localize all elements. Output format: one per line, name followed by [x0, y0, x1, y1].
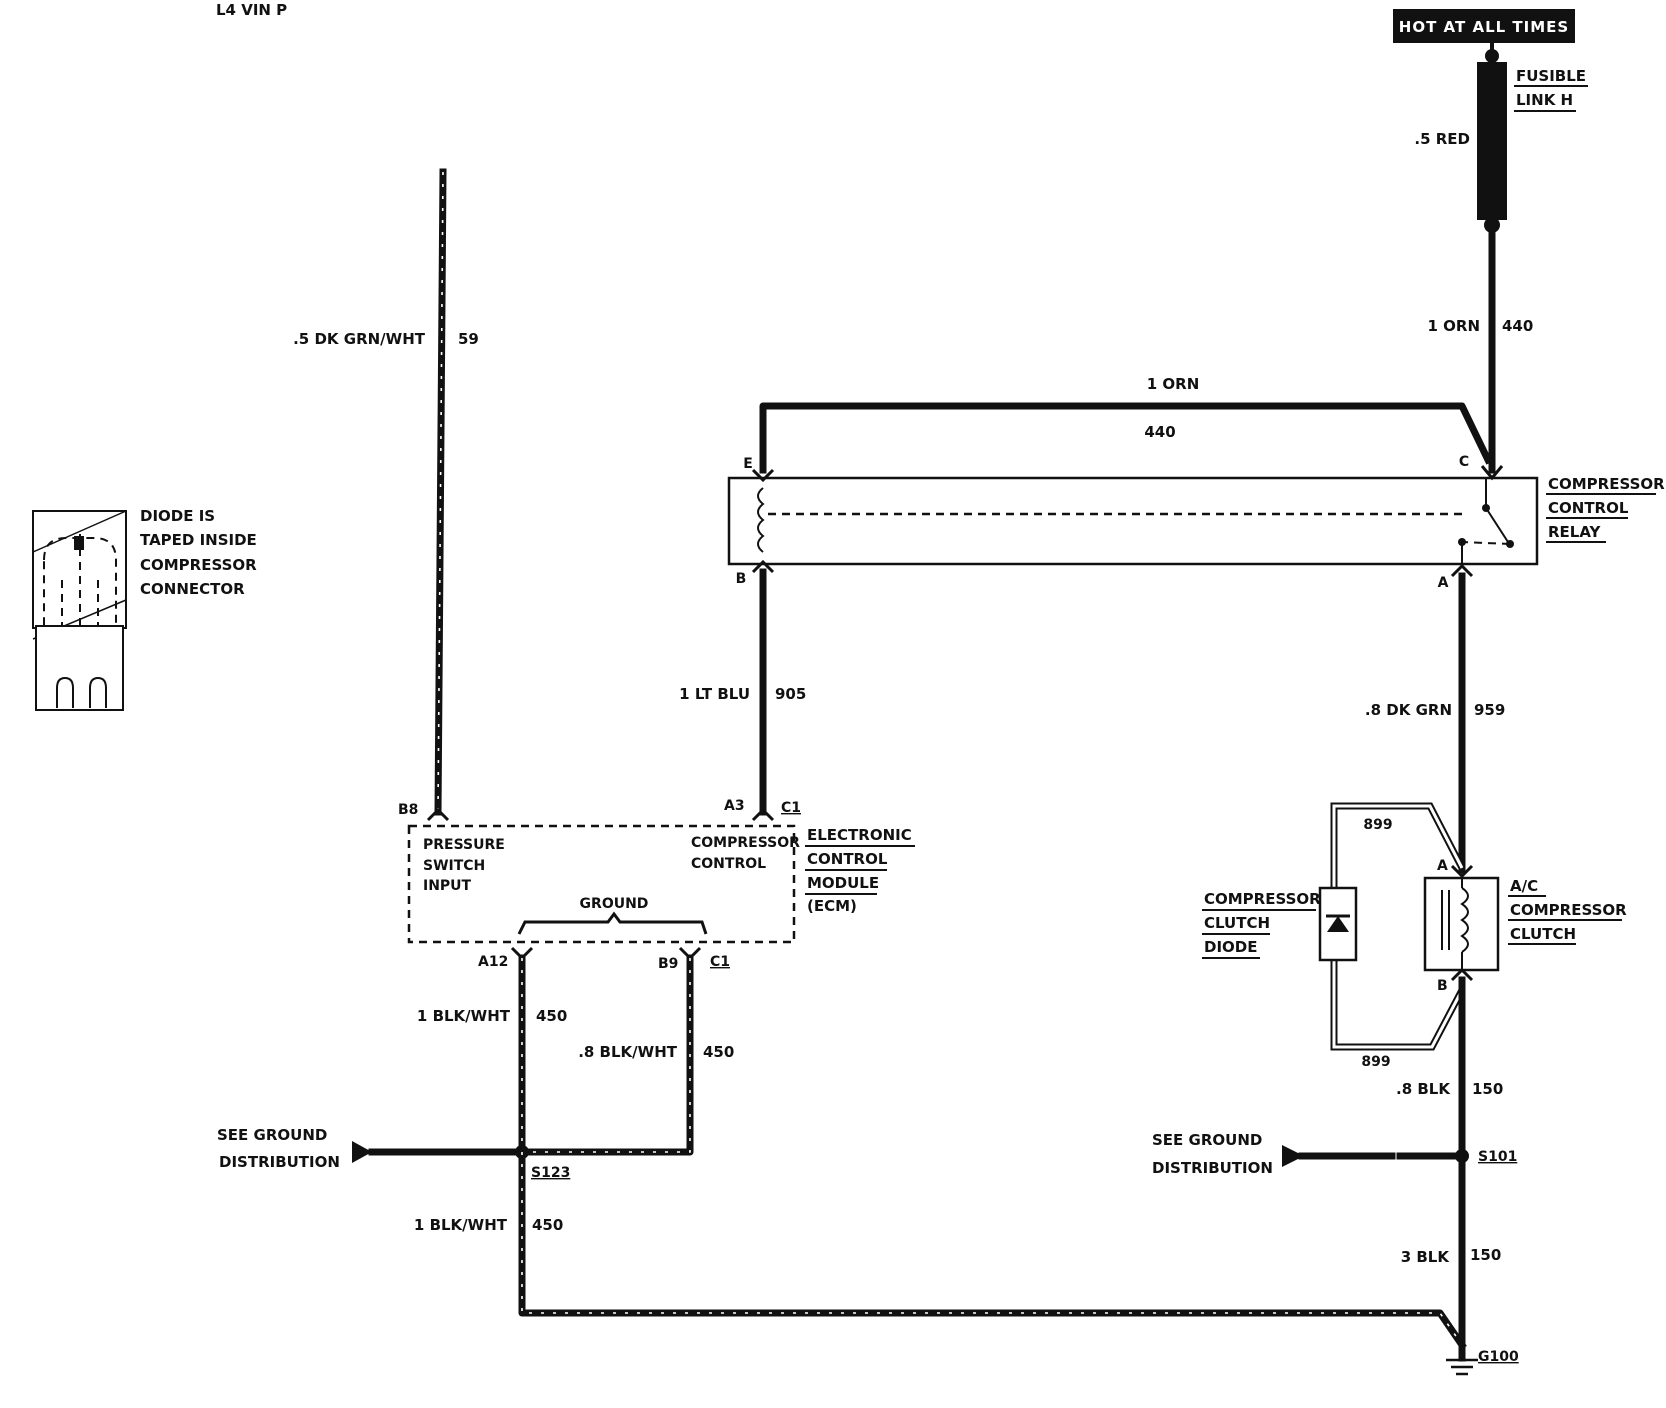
diode-name-line1: COMPRESSOR	[1204, 890, 1321, 908]
wire-59-dk-grn-wht	[434, 168, 447, 816]
wire-grnwht-circuit: 59	[458, 330, 479, 348]
splice-s101-dot	[1455, 1149, 1469, 1163]
ground-left-line2: DISTRIBUTION	[219, 1153, 340, 1171]
ground-distribution-right-arrow	[1282, 1145, 1304, 1167]
ecm-name-line1: ELECTRONIC	[807, 826, 912, 844]
diode-name-line3: DIODE	[1204, 938, 1257, 956]
ground-g100: G100	[1478, 1349, 1519, 1365]
compressor-control-relay	[727, 476, 1539, 566]
wire-blkwht-b9-circuit: 450	[703, 1043, 734, 1061]
ecm-pin-a3: A3	[724, 798, 745, 814]
ground-right-line1: SEE GROUND	[1152, 1131, 1262, 1149]
wire-ltblu-circuit: 905	[775, 685, 806, 703]
hot-at-all-times-label: HOT AT ALL TIMES	[1393, 9, 1575, 43]
wire-diode-top: 899	[1363, 817, 1392, 833]
wire-orn-vert-gauge: 1 ORN	[1427, 317, 1480, 335]
relay-pin-c: C	[1459, 454, 1469, 470]
ecm-pressure-line1: PRESSURE	[423, 837, 505, 853]
connector-note-line4: CONNECTOR	[140, 580, 245, 598]
relay-name-line2: CONTROL	[1548, 499, 1629, 517]
wire-blk3-circuit: 150	[1470, 1246, 1501, 1264]
hot-label-text: HOT AT ALL TIMES	[1399, 18, 1569, 36]
splice-s123: S123	[531, 1165, 570, 1181]
wire-blk3-gauge: 3 BLK	[1401, 1248, 1451, 1266]
ecm-name-line3: MODULE	[807, 874, 879, 892]
fusible-label-line1: FUSIBLE	[1516, 67, 1586, 85]
wire-grnwht-gauge: .5 DK GRN/WHT	[293, 330, 426, 348]
ground-distribution-left-arrow	[352, 1141, 372, 1163]
compressor-clutch-diode	[1318, 802, 1466, 1051]
clutch-pin-a: A	[1437, 858, 1448, 874]
ecm-ground-label: GROUND	[580, 896, 649, 912]
ecm-connector-c1-bottom: C1	[710, 954, 730, 970]
ecm-connector-c1-top: C1	[781, 800, 801, 816]
wire-440-orn-top	[759, 402, 1493, 474]
relay-pin-a: A	[1438, 575, 1449, 591]
compressor-connector-inset	[32, 510, 127, 711]
ecm-compressor-line2: CONTROL	[691, 856, 766, 872]
relay-name-line3: RELAY	[1548, 523, 1602, 541]
ground-right-line2: DISTRIBUTION	[1152, 1159, 1273, 1177]
wire-ltblu-gauge: 1 LT BLU	[679, 685, 750, 703]
wire-orn-top-gauge: 1 ORN	[1147, 375, 1200, 393]
wire-dkgrn-circuit: 959	[1474, 701, 1505, 719]
wire-blkwht-a12-gauge: 1 BLK/WHT	[417, 1007, 511, 1025]
wire-blkwht-low-gauge: 1 BLK/WHT	[414, 1216, 508, 1234]
wire-blkwht-low-circuit: 450	[532, 1216, 563, 1234]
clutch-name-line3: CLUTCH	[1510, 925, 1576, 943]
wire-orn-vert-circuit: 440	[1502, 317, 1533, 335]
ecm-pin-a12: A12	[478, 954, 508, 970]
ecm-name-line2: CONTROL	[807, 850, 888, 868]
fusible-link-h: FUSIBLE LINK H	[1477, 43, 1588, 233]
splice-s101: S101	[1478, 1149, 1517, 1165]
ecm-pressure-line2: SWITCH	[423, 858, 485, 874]
wire-orn-top-circuit: 440	[1144, 423, 1175, 441]
wire-red-gauge: .5 RED	[1414, 130, 1470, 148]
fusible-label-line2: LINK H	[1516, 91, 1573, 109]
relay-pin-b: B	[736, 571, 747, 587]
ecm-name-line4: (ECM)	[807, 897, 857, 915]
ac-compressor-clutch	[1423, 876, 1500, 972]
wire-450-blk-wht-lower	[518, 1148, 1467, 1350]
ecm-pressure-line3: INPUT	[423, 878, 472, 894]
wire-blkwht-b9-gauge: .8 BLK/WHT	[578, 1043, 678, 1061]
connector-note-line1: DIODE IS	[140, 507, 215, 525]
clutch-name-line2: COMPRESSOR	[1510, 901, 1627, 919]
clutch-name-line1: A/C	[1510, 877, 1538, 895]
wire-blk8-circuit: 150	[1472, 1080, 1503, 1098]
wire-blk8-gauge: .8 BLK	[1396, 1080, 1451, 1098]
connector-note-line2: TAPED INSIDE	[140, 531, 257, 549]
connector-note-line3: COMPRESSOR	[140, 556, 257, 574]
wire-diode-bottom: 899	[1361, 1054, 1390, 1070]
ecm-pin-b8: B8	[398, 802, 418, 818]
ground-g100-symbol	[1446, 1358, 1478, 1376]
wire-dkgrn-gauge: .8 DK GRN	[1365, 701, 1452, 719]
ecm-compressor-line1: COMPRESSOR	[691, 835, 800, 851]
clutch-pin-b: B	[1437, 978, 1448, 994]
diode-name-line2: CLUTCH	[1204, 914, 1270, 932]
diagram-title: L4 VIN P	[216, 1, 287, 19]
ecm-pin-b9: B9	[658, 956, 678, 972]
relay-name-line1: COMPRESSOR	[1548, 475, 1665, 493]
ground-left-line1: SEE GROUND	[217, 1126, 327, 1144]
electronic-control-module	[407, 824, 796, 944]
relay-pin-e: E	[743, 456, 753, 472]
wire-blkwht-a12-circuit: 450	[536, 1007, 567, 1025]
